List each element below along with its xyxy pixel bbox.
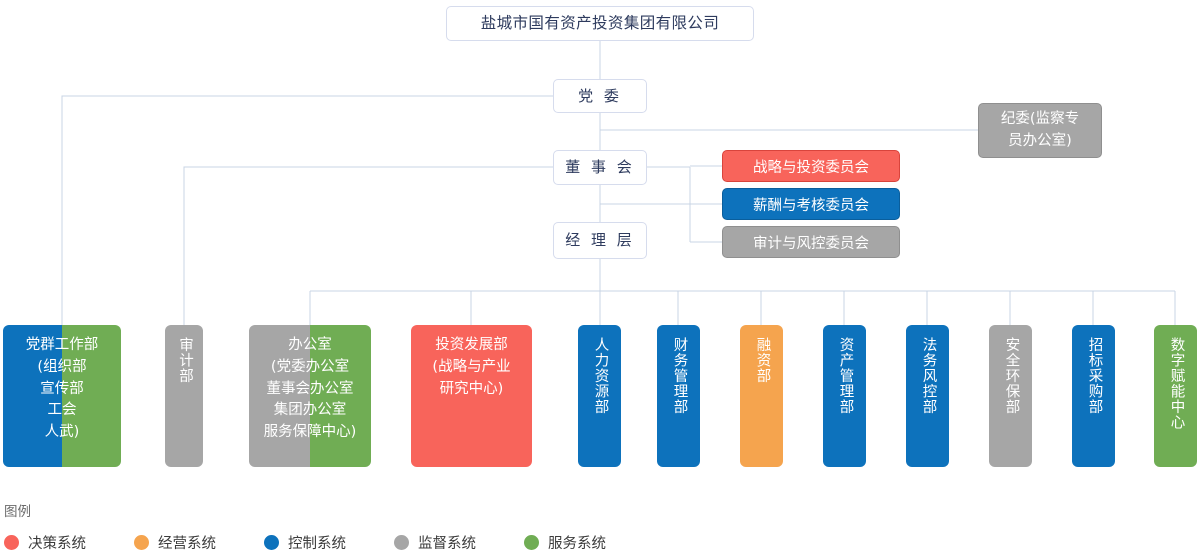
legend-dot-service xyxy=(524,535,539,550)
dept-human-resources[interactable]: 人力资源部 xyxy=(578,325,621,467)
node-board-of-directors[interactable]: 董 事 会 xyxy=(553,150,647,185)
dept-general-office-label: 办公室 (党委办公室 董事会办公室 集团办公室 服务保障中心) xyxy=(263,337,357,440)
dept-fill-right xyxy=(184,325,203,467)
dept-fill-left xyxy=(657,325,679,467)
node-party-committee-label: 党 委 xyxy=(578,86,622,105)
legend-dot-supervision xyxy=(394,535,409,550)
dept-asset-management[interactable]: 资产管理部 xyxy=(823,325,866,467)
node-root[interactable]: 盐城市国有资产投资集团有限公司 xyxy=(446,6,754,41)
dept-fill-right xyxy=(844,325,866,467)
dept-fill-right xyxy=(1010,325,1032,467)
dept-fill-left xyxy=(906,325,928,467)
dept-fill-left xyxy=(165,325,184,467)
dept-fill-right xyxy=(678,325,700,467)
dept-safety-environment-label: 安全环保部 xyxy=(1003,337,1020,415)
node-board-of-directors-label: 董 事 会 xyxy=(565,158,635,177)
dept-bidding-procurement[interactable]: 招标采购部 xyxy=(1072,325,1115,467)
dept-investment-development[interactable]: 投资发展部 (战略与产业 研究中心) xyxy=(411,325,532,467)
legend-title: 图例 xyxy=(4,504,31,520)
committee-strategy-investment[interactable]: 战略与投资委员会 xyxy=(722,150,900,182)
legend-dot-operation xyxy=(134,535,149,550)
dept-fill-right xyxy=(599,325,621,467)
dept-fill-left xyxy=(249,325,310,467)
dept-party-mass-work-label: 党群工作部 (组织部 宣传部 工会 人武) xyxy=(25,337,99,440)
dept-fill-left xyxy=(1154,325,1176,467)
dept-legal-risk-control[interactable]: 法务风控部 xyxy=(906,325,949,467)
legend-item-supervision: 监督系统 xyxy=(394,532,476,553)
committee-audit-risk[interactable]: 审计与风控委员会 xyxy=(722,226,900,258)
legend-label-service: 服务系统 xyxy=(548,536,606,552)
dept-safety-environment[interactable]: 安全环保部 xyxy=(989,325,1032,467)
dept-digital-enablement-label: 数字赋能中心 xyxy=(1168,337,1185,430)
dept-fill-left xyxy=(823,325,845,467)
dept-fill-right xyxy=(1175,325,1197,467)
dept-financing[interactable]: 融资部 xyxy=(740,325,783,467)
dept-fill-left xyxy=(578,325,600,467)
dept-financial-management[interactable]: 财务管理部 xyxy=(657,325,700,467)
legend-dot-decision xyxy=(4,535,19,550)
dept-financing-label: 融资部 xyxy=(754,337,771,384)
legend-item-control: 控制系统 xyxy=(264,532,346,553)
legend-label-supervision: 监督系统 xyxy=(418,536,476,552)
committee-audit-risk-label: 审计与风控委员会 xyxy=(753,235,869,252)
node-party-committee[interactable]: 党 委 xyxy=(553,79,647,113)
node-discipline-inspection-label: 纪委(监察专 员办公室) xyxy=(1000,110,1080,149)
dept-fill-right xyxy=(927,325,949,467)
dept-fill-left xyxy=(989,325,1011,467)
node-management-layer-label: 经 理 层 xyxy=(565,231,635,250)
dept-fill-left xyxy=(1072,325,1094,467)
legend-dot-control xyxy=(264,535,279,550)
dept-human-resources-label: 人力资源部 xyxy=(592,337,609,415)
dept-general-office[interactable]: 办公室 (党委办公室 董事会办公室 集团办公室 服务保障中心) xyxy=(249,325,371,467)
node-root-label: 盐城市国有资产投资集团有限公司 xyxy=(480,14,720,33)
committee-remuneration-appraisal-label: 薪酬与考核委员会 xyxy=(753,197,869,214)
dept-digital-enablement[interactable]: 数字赋能中心 xyxy=(1154,325,1197,467)
legend-label-operation: 经营系统 xyxy=(158,536,216,552)
dept-fill-right xyxy=(62,325,121,467)
dept-fill-left xyxy=(740,325,762,467)
dept-fill-right xyxy=(310,325,371,467)
dept-fill-right xyxy=(1093,325,1115,467)
dept-audit[interactable]: 审计部 xyxy=(165,325,203,467)
dept-financial-management-label: 财务管理部 xyxy=(671,337,688,415)
dept-fill-right xyxy=(761,325,783,467)
dept-investment-development-label: 投资发展部 (战略与产业 研究中心) xyxy=(432,337,511,397)
dept-asset-management-label: 资产管理部 xyxy=(837,337,854,415)
committee-strategy-investment-label: 战略与投资委员会 xyxy=(753,159,869,176)
legend-item-decision: 决策系统 xyxy=(4,532,86,553)
legend-label-control: 控制系统 xyxy=(288,536,346,552)
dept-fill-left xyxy=(411,325,472,467)
node-discipline-inspection[interactable]: 纪委(监察专 员办公室) xyxy=(978,103,1102,158)
legend: 决策系统 经营系统 控制系统 监督系统 服务系统 xyxy=(4,532,654,553)
dept-bidding-procurement-label: 招标采购部 xyxy=(1086,337,1103,415)
node-management-layer[interactable]: 经 理 层 xyxy=(553,222,647,259)
legend-item-service: 服务系统 xyxy=(524,532,606,553)
dept-legal-risk-control-label: 法务风控部 xyxy=(920,337,937,415)
dept-fill-left xyxy=(3,325,62,467)
legend-label-decision: 决策系统 xyxy=(28,536,86,552)
committee-remuneration-appraisal[interactable]: 薪酬与考核委员会 xyxy=(722,188,900,220)
dept-fill-right xyxy=(471,325,532,467)
dept-party-mass-work[interactable]: 党群工作部 (组织部 宣传部 工会 人武) xyxy=(3,325,121,467)
dept-audit-label: 审计部 xyxy=(176,337,193,384)
legend-item-operation: 经营系统 xyxy=(134,532,216,553)
